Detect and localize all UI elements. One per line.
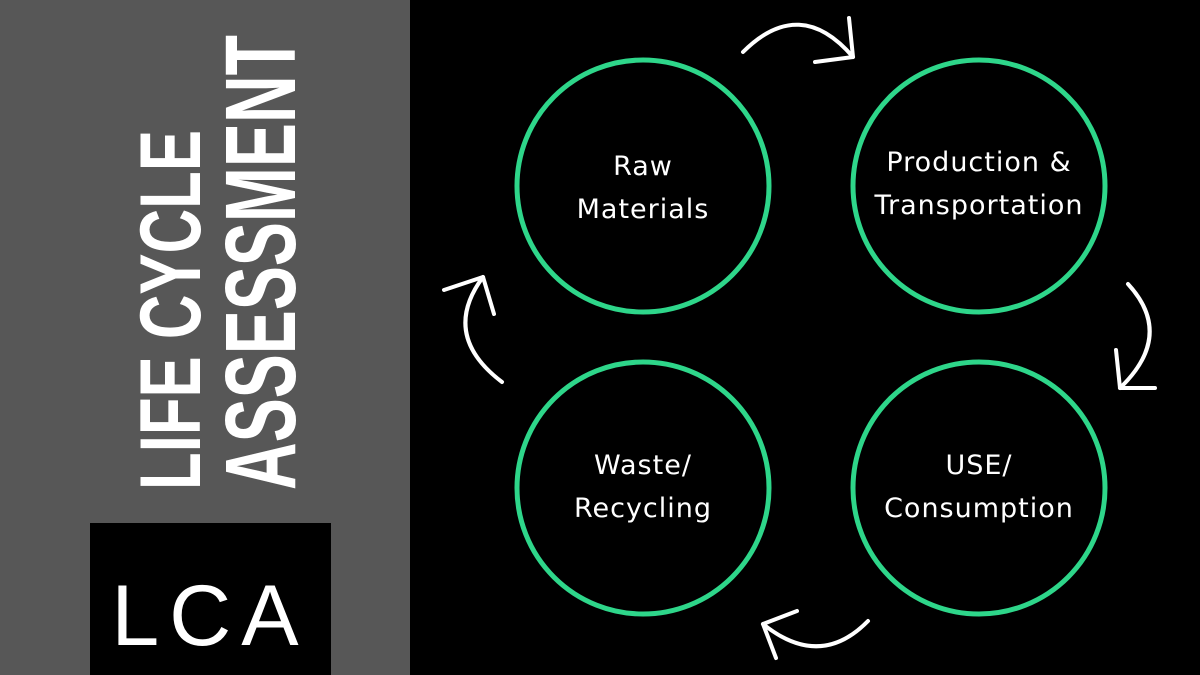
title-line1: LIFE CYCLE bbox=[123, 130, 219, 490]
stage-label: Raw bbox=[613, 151, 673, 182]
stage-circle-use bbox=[850, 359, 1108, 617]
abbreviation: LCA bbox=[111, 568, 308, 664]
title-line2: ASSESSMENT bbox=[205, 35, 317, 490]
arrow-left-icon bbox=[442, 275, 504, 384]
arrow-bottom-icon bbox=[761, 609, 870, 660]
stage-circle-waste bbox=[514, 359, 772, 617]
stage-label: Waste/ bbox=[594, 450, 692, 481]
stage-circle-production bbox=[850, 57, 1108, 315]
stage-circle-raw-materials bbox=[514, 57, 772, 315]
stage-label: Recycling bbox=[574, 493, 712, 524]
stage-label: Transportation bbox=[874, 190, 1084, 221]
stage-label: Consumption bbox=[884, 493, 1074, 524]
stage-label: Production & bbox=[886, 147, 1071, 178]
arrow-right-icon bbox=[1114, 282, 1157, 390]
stage-label: Materials bbox=[577, 194, 710, 225]
stage-label: USE/ bbox=[945, 450, 1012, 481]
arrow-top-icon bbox=[741, 16, 855, 64]
abbreviation-box bbox=[90, 523, 331, 675]
